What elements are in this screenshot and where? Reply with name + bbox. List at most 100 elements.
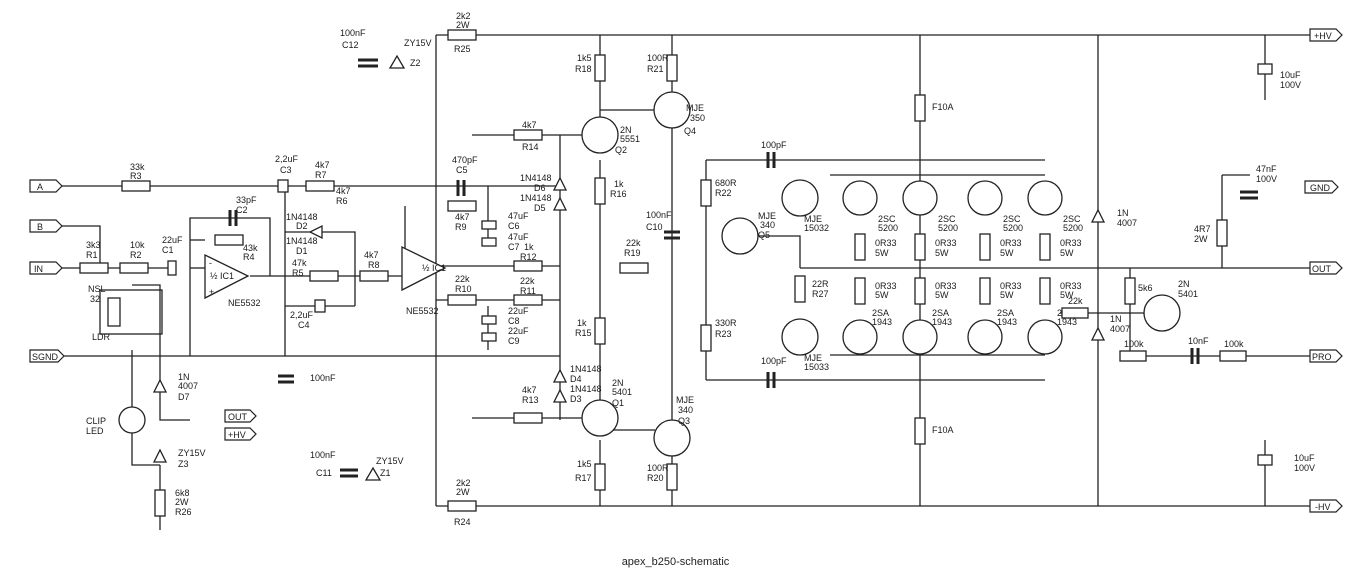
svg-text:680R: 680R <box>715 178 737 188</box>
svg-text:R19: R19 <box>624 248 641 258</box>
resistor-5k6 <box>1124 277 1136 305</box>
svg-text:2N: 2N <box>612 378 624 388</box>
svg-text:22R: 22R <box>812 279 829 289</box>
npn-type-3: 2SC <box>1003 214 1021 224</box>
svg-text:33k: 33k <box>130 162 145 172</box>
diode-d7 <box>152 378 168 393</box>
svg-text:100pF: 100pF <box>761 356 787 366</box>
svg-text:2W: 2W <box>175 497 189 507</box>
svg-text:1N: 1N <box>1110 314 1122 324</box>
diode-d6 <box>552 176 568 191</box>
diode-d2 <box>308 224 323 240</box>
resistor-r3 <box>121 180 151 192</box>
svg-text:4007: 4007 <box>178 381 198 391</box>
emitter-res-top-val-3: 0R33 <box>1000 238 1022 248</box>
svg-text:100V: 100V <box>1256 174 1277 184</box>
svg-text:47uF: 47uF <box>508 232 529 242</box>
svg-text:D5: D5 <box>534 203 546 213</box>
svg-text:½ IC1: ½ IC1 <box>422 263 446 273</box>
capacitor-c1 <box>167 260 177 276</box>
fuse-top <box>914 94 926 122</box>
svg-text:2,2uF: 2,2uF <box>290 310 314 320</box>
svg-text:22k: 22k <box>626 238 641 248</box>
diode-top <box>1090 208 1106 223</box>
port-tags: A B IN SGND OUT +HV +HV GND OUT PRO -HV <box>29 28 1343 513</box>
svg-text:R24: R24 <box>454 517 471 527</box>
resistor-r15 <box>594 317 606 345</box>
pnp-type-2: 2SA <box>932 308 949 318</box>
emitter-res-top-w-2: 5W <box>935 248 949 258</box>
svg-text:6k8: 6k8 <box>175 488 190 498</box>
svg-text:22uF: 22uF <box>508 326 529 336</box>
resistor-r8 <box>359 270 389 282</box>
svg-text:Z3: Z3 <box>178 459 189 469</box>
resistor-100k-b <box>1219 350 1247 362</box>
diode-bottom <box>1090 326 1106 341</box>
emitter-res-top-1 <box>854 233 866 261</box>
svg-text:R1: R1 <box>86 250 98 260</box>
emitter-res-bot-3 <box>979 277 991 305</box>
emitter-res-top-w-1: 5W <box>875 248 889 258</box>
emitter-res-bot-w-1: 5W <box>875 290 889 300</box>
transistor-mje15032 <box>781 179 819 217</box>
svg-text:22k: 22k <box>1068 296 1083 306</box>
emitter-res-bot-1 <box>854 277 866 305</box>
pnp-output-2 <box>902 319 938 355</box>
npn-output-1 <box>842 180 878 216</box>
resistor-r16 <box>594 177 606 205</box>
svg-text:C8: C8 <box>508 316 520 326</box>
svg-text:C1: C1 <box>162 245 174 255</box>
transistor-pro <box>1143 294 1181 332</box>
pnp-part-2: 1943 <box>932 317 952 327</box>
emitter-res-bot-val-3: 0R33 <box>1000 281 1022 291</box>
zener-z2 <box>388 54 406 69</box>
svg-text:CLIP: CLIP <box>86 416 106 426</box>
svg-text:22uF: 22uF <box>508 306 529 316</box>
resistor-r24 <box>447 500 477 512</box>
transistor-q1 <box>581 399 619 437</box>
svg-text:4007: 4007 <box>1110 324 1130 334</box>
emitter-res-bot-val-2: 0R33 <box>935 281 957 291</box>
npn-output-4 <box>1027 180 1063 216</box>
resistor-r27 <box>794 275 806 303</box>
svg-text:2N: 2N <box>1178 279 1190 289</box>
resistor-r12 <box>513 260 543 272</box>
resistor-r10 <box>447 294 477 306</box>
svg-text:ZY15V: ZY15V <box>178 448 206 458</box>
output-transistor-array: 2SC52000R335W0R335W2SA19432SC52000R335W0… <box>842 180 1083 355</box>
svg-text:5401: 5401 <box>1178 289 1198 299</box>
svg-text:R10: R10 <box>455 284 472 294</box>
svg-text:340: 340 <box>760 220 775 230</box>
resistor-r18 <box>594 54 606 82</box>
svg-text:R22: R22 <box>715 188 732 198</box>
fuse-bottom <box>914 417 926 445</box>
svg-text:2W: 2W <box>456 20 470 30</box>
svg-text:-: - <box>209 258 212 268</box>
figure-caption: apex_b250-schematic <box>621 556 730 568</box>
svg-text:D7: D7 <box>178 392 190 402</box>
emitter-res-bot-val-4: 0R33 <box>1060 281 1082 291</box>
svg-text:100nF: 100nF <box>340 28 366 38</box>
port-hv-neg: -HV <box>1309 499 1343 513</box>
svg-text:R18: R18 <box>575 64 592 74</box>
svg-text:1k: 1k <box>614 179 624 189</box>
svg-text:-HV: -HV <box>1315 502 1331 512</box>
svg-text:3k3: 3k3 <box>86 240 101 250</box>
svg-text:5551: 5551 <box>620 134 640 144</box>
svg-text:100k: 100k <box>1224 339 1244 349</box>
svg-text:R27: R27 <box>812 289 829 299</box>
svg-text:Z2: Z2 <box>410 58 421 68</box>
svg-text:470pF: 470pF <box>452 155 478 165</box>
capacitor-hv-bottom <box>1257 454 1273 466</box>
svg-text:+HV: +HV <box>1314 31 1332 41</box>
diode-d5 <box>552 196 568 211</box>
svg-text:NSL: NSL <box>88 284 106 294</box>
transistor-q2 <box>581 116 619 154</box>
svg-text:47nF: 47nF <box>1256 164 1277 174</box>
resistor-r5 <box>309 270 339 282</box>
transistor-mje15033 <box>781 318 819 356</box>
